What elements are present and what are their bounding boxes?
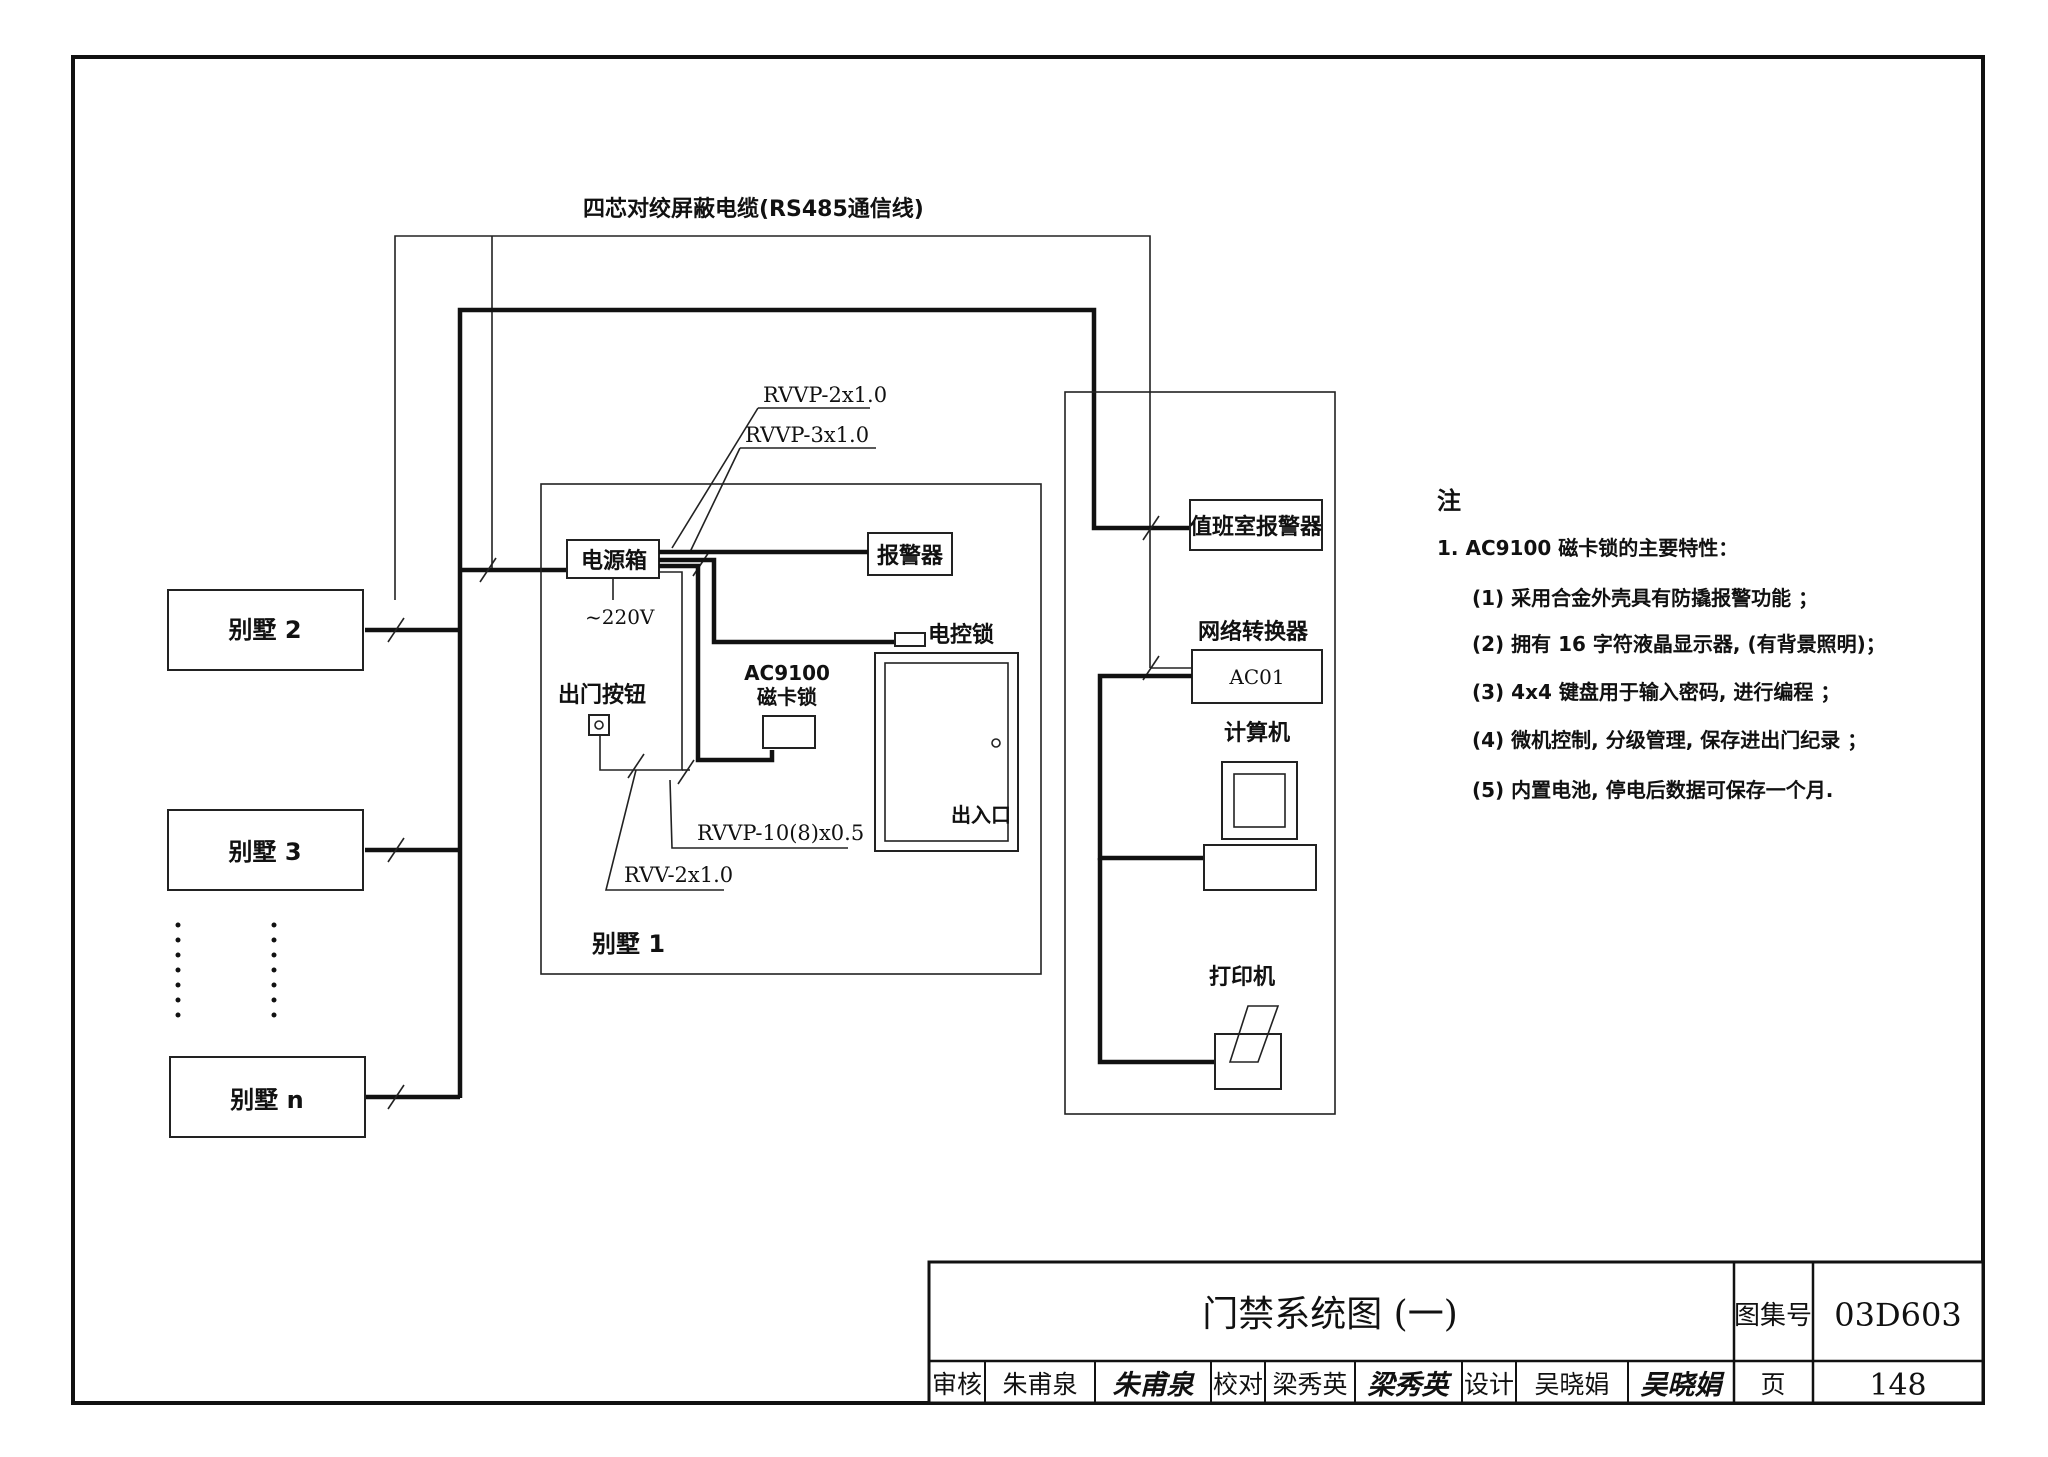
atlas-number: 03D603 — [1834, 1296, 1961, 1334]
wire-label-rvvp-3x1: RVVP-3x1.0 — [745, 423, 869, 447]
alarm-box — [867, 532, 953, 576]
card-lock-label: 磁卡锁 — [757, 685, 817, 709]
control-room-container — [1064, 391, 1336, 1115]
leader-rvvp-10 — [669, 779, 848, 849]
duty-alarm-box — [1189, 499, 1323, 551]
electric-lock-label: 电控锁 — [928, 622, 994, 648]
tick-marks — [387, 515, 1160, 1110]
page-number: 148 — [1869, 1368, 1926, 1403]
notes-line-2: (2) 拥有 16 字符液晶显示器, (有背景照明)； — [1472, 632, 1886, 656]
wire-label-rvvp-10: RVVP-10(8)x0.5 — [697, 821, 864, 845]
page-label: 页 — [1760, 1370, 1785, 1399]
reviewer-signature: 朱甫泉 — [1113, 1370, 1196, 1401]
notes-line-1: (1) 采用合金外壳具有防撬报警功能 ； — [1472, 586, 1818, 610]
voltage-label: ~220V — [585, 605, 655, 629]
designer-signature: 吴晓娟 — [1641, 1370, 1726, 1401]
wire-to-exit-button — [599, 571, 683, 771]
villa-3-label: 别墅 3 — [227, 838, 301, 866]
wire-label-rvv-2x1: RVV-2x1.0 — [624, 863, 733, 887]
ellipsis-dots — [175, 922, 277, 1018]
card-lock-model: AC9100 — [744, 661, 830, 685]
door-label: 出入口 — [951, 803, 1011, 827]
leader-rvvp-3x1 — [689, 447, 741, 553]
review-label: 审核 — [932, 1370, 982, 1399]
door-knob — [991, 738, 1001, 748]
villa-2-label: 别墅 2 — [227, 616, 301, 644]
villa-n-label: 别墅 n — [229, 1086, 303, 1114]
wire-label-rvvp-2x1: RVVP-2x1.0 — [763, 383, 887, 407]
network-converter-label: 网络转换器 — [1198, 619, 1309, 645]
main-bus — [457, 307, 1190, 1098]
card-lock-box — [762, 715, 816, 749]
leader-rvvp-2x1 — [671, 407, 759, 549]
notes-line-3: (3) 4x4 键盘用于输入密码, 进行编程 ； — [1472, 680, 1840, 704]
exit-button-label: 出门按钮 — [558, 682, 646, 708]
converter-model: AC01 — [1228, 665, 1284, 689]
cable-label: 四芯对绞屏蔽电缆(RS485通信线) — [583, 196, 924, 222]
checker-signature: 梁秀英 — [1368, 1370, 1453, 1401]
atlas-label: 图集号 — [1734, 1301, 1812, 1331]
computer-screen — [1233, 773, 1286, 828]
printer-paper — [1228, 1005, 1280, 1063]
door-panel — [884, 662, 1009, 842]
computer-base — [1203, 844, 1317, 891]
wire-to-printer — [1097, 858, 1215, 1065]
notes-line-5: (5) 内置电池, 停电后数据可保存一个月. — [1472, 778, 1833, 802]
electric-lock-body — [894, 632, 926, 647]
power-box — [566, 539, 660, 579]
exit-button-symbol — [588, 714, 610, 736]
checker-name: 梁秀英 — [1272, 1370, 1347, 1399]
printer-label: 打印机 — [1209, 965, 1275, 990]
title-block — [927, 1260, 1985, 1405]
duty-alarm-label: 值班室报警器 — [1190, 514, 1323, 540]
wire-to-computer — [1097, 673, 1204, 861]
computer-label: 计算机 — [1224, 720, 1290, 746]
villa-2-box — [167, 589, 364, 671]
network-converter-box — [1191, 649, 1323, 704]
wire-to-card-lock — [659, 563, 775, 763]
notes-item-1: 1. AC9100 磁卡锁的主要特性： — [1437, 536, 1738, 560]
alarm-label: 报警器 — [877, 544, 944, 569]
rs485-loop-outer — [394, 235, 1151, 668]
villa-n-box — [169, 1056, 366, 1138]
design-label: 设计 — [1464, 1370, 1514, 1399]
wire-to-electric-lock — [659, 557, 895, 645]
power-box-label: 电源箱 — [581, 548, 647, 574]
villa-1-container — [540, 483, 1042, 975]
check-label: 校对 — [1213, 1370, 1263, 1399]
villa-1-label: 别墅 1 — [591, 930, 665, 958]
villa-3-box — [167, 809, 364, 891]
notes-line-4: (4) 微机控制, 分级管理, 保存进出门纪录 ； — [1472, 728, 1867, 752]
door-frame — [874, 652, 1019, 852]
drawing-title: 门禁系统图 (一) — [1202, 1294, 1458, 1335]
notes-heading: 注 — [1437, 487, 1461, 515]
leader-rvv-2x1 — [604, 769, 724, 891]
designer-name: 吴晓娟 — [1534, 1370, 1609, 1399]
reviewer-name: 朱甫泉 — [1002, 1370, 1077, 1399]
